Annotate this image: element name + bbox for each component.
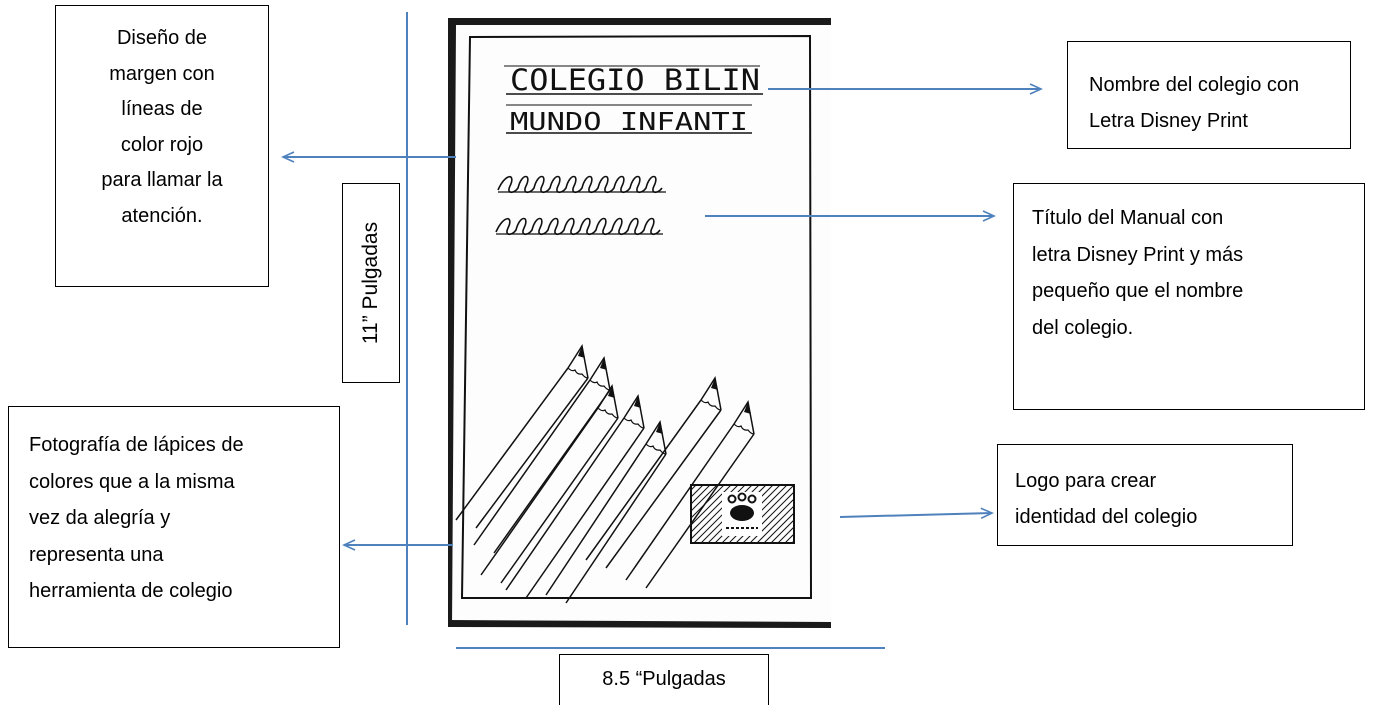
callout-line: herramienta de colegio: [29, 580, 233, 602]
sketch-school-name-1: COLEGIO BILIN: [510, 63, 760, 97]
callout-line: colores que a la misma: [29, 470, 235, 493]
paw-toe-1: [727, 494, 737, 504]
callout-school-name: Nombre del colegio con Letra Disney Prin…: [1067, 41, 1351, 149]
callout-line: para llamar la: [101, 169, 223, 191]
callout-line: color rojo: [120, 133, 204, 156]
callout-line: Letra Disney Print: [1089, 110, 1248, 132]
logo-frame: [690, 484, 795, 544]
callout-line: Fotografía de lápices de: [29, 434, 244, 456]
callout-line: del colegio.: [1032, 316, 1134, 339]
callout-line: letra Disney Print y más: [1032, 243, 1244, 266]
callout-line: pequeño que el nombre: [1032, 280, 1244, 302]
paw-toe-2: [737, 492, 747, 502]
photo-bottom-edge: [448, 620, 831, 628]
callout-line: Diseño de: [116, 27, 208, 49]
callout-line: líneas de: [121, 98, 203, 120]
manual-title-squiggles: [495, 175, 666, 236]
title-squiggle-line: [497, 175, 663, 194]
cover-margin-frame: [460, 34, 813, 599]
callout-line: atención.: [121, 204, 203, 227]
pencil: [505, 393, 645, 599]
arrow-to-logo-callout: [839, 507, 994, 520]
sketch-school-name-2: MUNDO INFANTI: [510, 107, 748, 136]
callout-line: margen con: [109, 62, 215, 85]
callout-line: vez da alegría y: [29, 507, 171, 529]
pencils-drawing: [455, 343, 755, 604]
callout-manual-title: Título del Manual con letra Disney Print…: [1013, 183, 1365, 410]
callout-pencils-photo: Fotografía de lápices de colores que a l…: [8, 406, 340, 648]
paw-toe-3: [747, 494, 757, 504]
callout-line: Nombre del colegio con: [1089, 74, 1300, 96]
callout-logo: Logo para crear identidad del colegio: [997, 444, 1293, 546]
callout-line: representa una: [29, 543, 164, 566]
height-label: 11” Pulgadas: [359, 221, 383, 345]
pencil: [625, 399, 755, 589]
pencil: [585, 375, 722, 569]
title-squiggle-line: [495, 217, 661, 236]
callout-line: Título del Manual con: [1032, 207, 1224, 229]
callout-line: Logo para crear: [1015, 470, 1157, 492]
paw-pad: [730, 505, 754, 521]
width-label-box: 8.5 “Pulgadas: [559, 654, 769, 705]
pencil: [480, 383, 619, 584]
callout-margin-design: Diseño de margen con líneas de color roj…: [55, 5, 269, 287]
height-label-box: 11” Pulgadas: [342, 183, 400, 383]
pencil: [455, 343, 589, 529]
sketch-logo: [690, 484, 795, 544]
callout-line: identidad del colegio: [1015, 506, 1198, 528]
width-label: 8.5 “Pulgadas: [602, 668, 726, 690]
